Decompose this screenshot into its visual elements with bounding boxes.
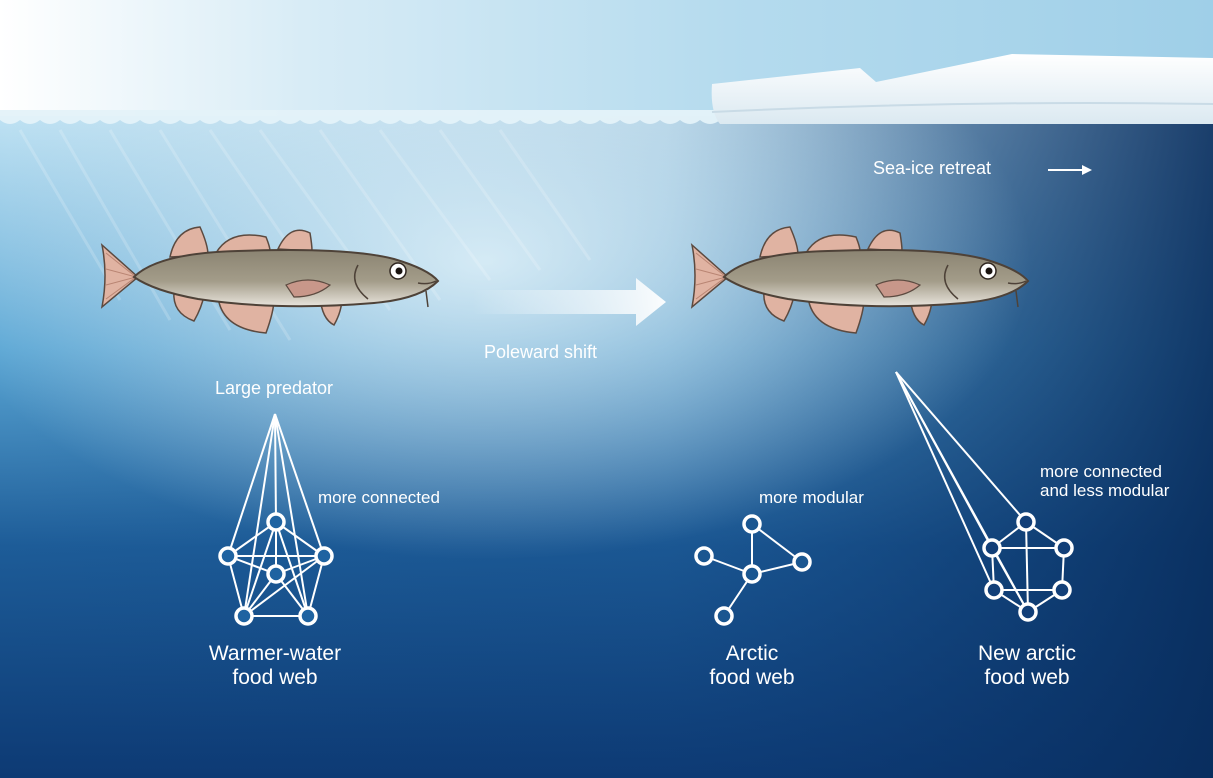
sea-ice-retreat-label: Sea-ice retreat [873,158,991,178]
warmer-water-food-web-title: Warmer-water food web [209,642,341,689]
arctic-food-web-title: Arctic food web [709,642,794,689]
new-more-connected-label: more connected and less modular [1040,462,1169,500]
new-arctic-food-web-title: New arctic food web [978,642,1076,689]
arctic-more-modular-label: more modular [759,488,864,507]
warm-more-connected-label: more connected [318,488,440,507]
large-predator-label: Large predator [215,378,333,398]
poleward-shift-label: Poleward shift [484,342,597,362]
